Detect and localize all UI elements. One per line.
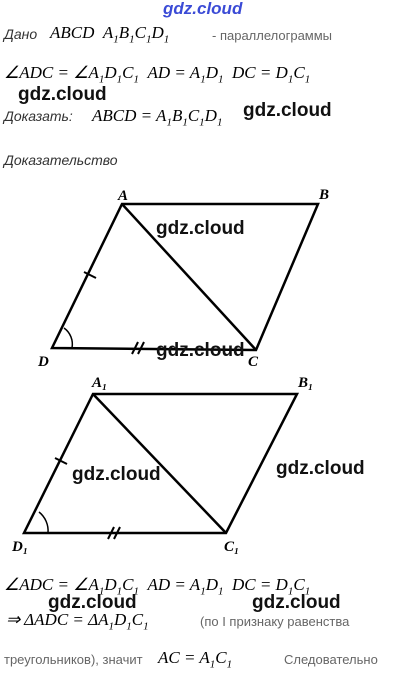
tick-d1c1-2 [113,526,121,540]
watermark: gdz.cloud [18,84,107,105]
label-a1: A₁ [91,375,107,391]
label-d: D [37,354,49,370]
bottom-line3-tail: Следовательно [284,652,378,667]
given-rest: - параллелограммы [212,28,333,43]
diagonal-a1c1 [92,393,227,534]
parallelogram-a1b1c1d1 [21,392,300,540]
watermark: gdz.cloud [156,218,245,239]
angle-mark-d [63,327,74,349]
label-d1: D₁ [11,539,28,555]
given-conditions: ∠ADC = ∠A1D1C1 AD = A1D1 DC = D1C1 [4,63,311,86]
tick-dc-1 [131,341,139,355]
triangle-equality: ⇒ ΔADC = ΔA1D1C1 [6,610,149,633]
diagonal-ac [121,203,257,351]
angle-mark-d1 [38,511,49,534]
watermark: gdz.cloud [276,458,365,479]
bottom-line3-text: треугольников), значит [4,652,143,667]
parallelogram-abcd [50,202,320,355]
label-b1: B₁ [297,375,313,391]
tick-dc-2 [137,341,145,355]
given-label: Дано [4,26,38,42]
bottom-line3-expr: AC = A1C1 [158,648,233,671]
proof-label: Доказательство [4,152,118,168]
watermark: gdz.cloud [243,100,332,121]
prove-expression: ABCD = A1B1C1D1 [92,106,223,129]
tick-d1c1-1 [107,526,115,540]
watermark-top: gdz.cloud [163,0,243,18]
given-figures: ABCD A1B1C1D1 [50,23,170,46]
tick-a1d1 [54,457,68,465]
label-b: B [318,187,329,203]
label-a: A [117,188,128,204]
watermark: gdz.cloud [252,592,341,613]
label-c: C [248,354,259,370]
watermark: gdz.cloud [72,464,161,485]
bottom-conditions: ∠ADC = ∠A1D1C1 AD = A1D1 DC = D1C1 [4,575,311,598]
watermark: gdz.cloud [48,592,137,613]
label-c1: C₁ [224,539,239,555]
prove-label: Доказать: [4,108,73,124]
watermark: gdz.cloud [156,340,245,361]
bottom-line2-text: (по I признаку равенства [200,614,350,629]
tick-ad [83,271,97,279]
